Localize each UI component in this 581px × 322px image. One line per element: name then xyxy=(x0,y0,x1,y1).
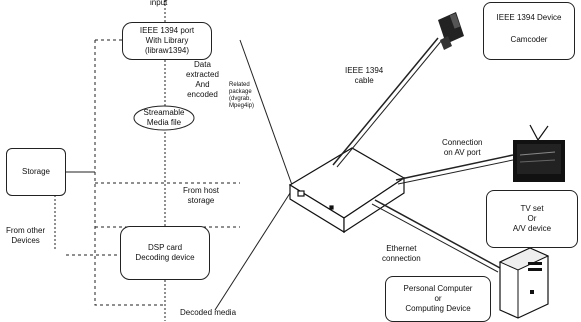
link-to-dsp xyxy=(215,190,292,310)
pc-line-1: Personal Computer xyxy=(404,284,473,294)
port-line-2: With Library xyxy=(146,36,189,46)
pc-tower-icon xyxy=(500,248,548,318)
connection-av-label: Connection on AV port xyxy=(442,138,482,158)
cable-tv xyxy=(396,155,513,180)
streamable-line-2: Media file xyxy=(136,118,192,128)
link-to-port xyxy=(240,40,292,185)
from-other-label: From other Devices xyxy=(6,226,45,246)
dsp-line-1: DSP card xyxy=(148,243,182,253)
related-package-label: Related package (dvgrab, Mpeg4ip) xyxy=(229,82,254,110)
pc-box: Personal Computer or Computing Device xyxy=(385,276,491,322)
pc-line-3: Computing Device xyxy=(405,304,470,314)
port-line-1: IEEE 1394 port xyxy=(140,26,194,36)
tv-line-2: Or xyxy=(528,214,537,224)
data-extracted-label: Data extracted And encoded xyxy=(186,60,219,100)
cable-camcorder-2 xyxy=(337,40,442,167)
streamable-label: Streamable Media file xyxy=(136,108,192,128)
device-title: IEEE 1394 Device xyxy=(497,13,562,23)
dsp-line-2: Decoding device xyxy=(135,253,194,263)
device-name: Camcoder xyxy=(511,35,548,45)
cable-tv-2 xyxy=(398,160,513,184)
dsp-box: DSP card Decoding device xyxy=(120,226,210,280)
tv-line-3: A/V device xyxy=(513,224,551,234)
port-line-3: (libraw1394) xyxy=(145,46,189,56)
storage-label: Storage xyxy=(22,167,50,177)
cable-camcorder xyxy=(333,38,438,165)
central-device xyxy=(290,148,404,232)
tv-box: TV set Or A/V device xyxy=(486,190,578,248)
device-box: IEEE 1394 Device Camcoder xyxy=(483,2,575,60)
port-box: IEEE 1394 port With Library (libraw1394) xyxy=(122,22,212,60)
decoded-media-label: Decoded media xyxy=(180,308,236,318)
pc-line-2: or xyxy=(434,294,441,304)
streamable-line-1: Streamable xyxy=(136,108,192,118)
storage-box: Storage xyxy=(6,148,66,196)
camcorder-icon xyxy=(438,12,464,50)
ethernet-label: Ethernet connection xyxy=(382,244,421,264)
from-host-label: From host storage xyxy=(183,186,219,206)
ieee-cable-label: IEEE 1394 cable xyxy=(345,66,383,86)
tv-icon xyxy=(513,125,565,182)
input-label: input xyxy=(150,0,167,8)
tv-line-1: TV set xyxy=(520,204,543,214)
